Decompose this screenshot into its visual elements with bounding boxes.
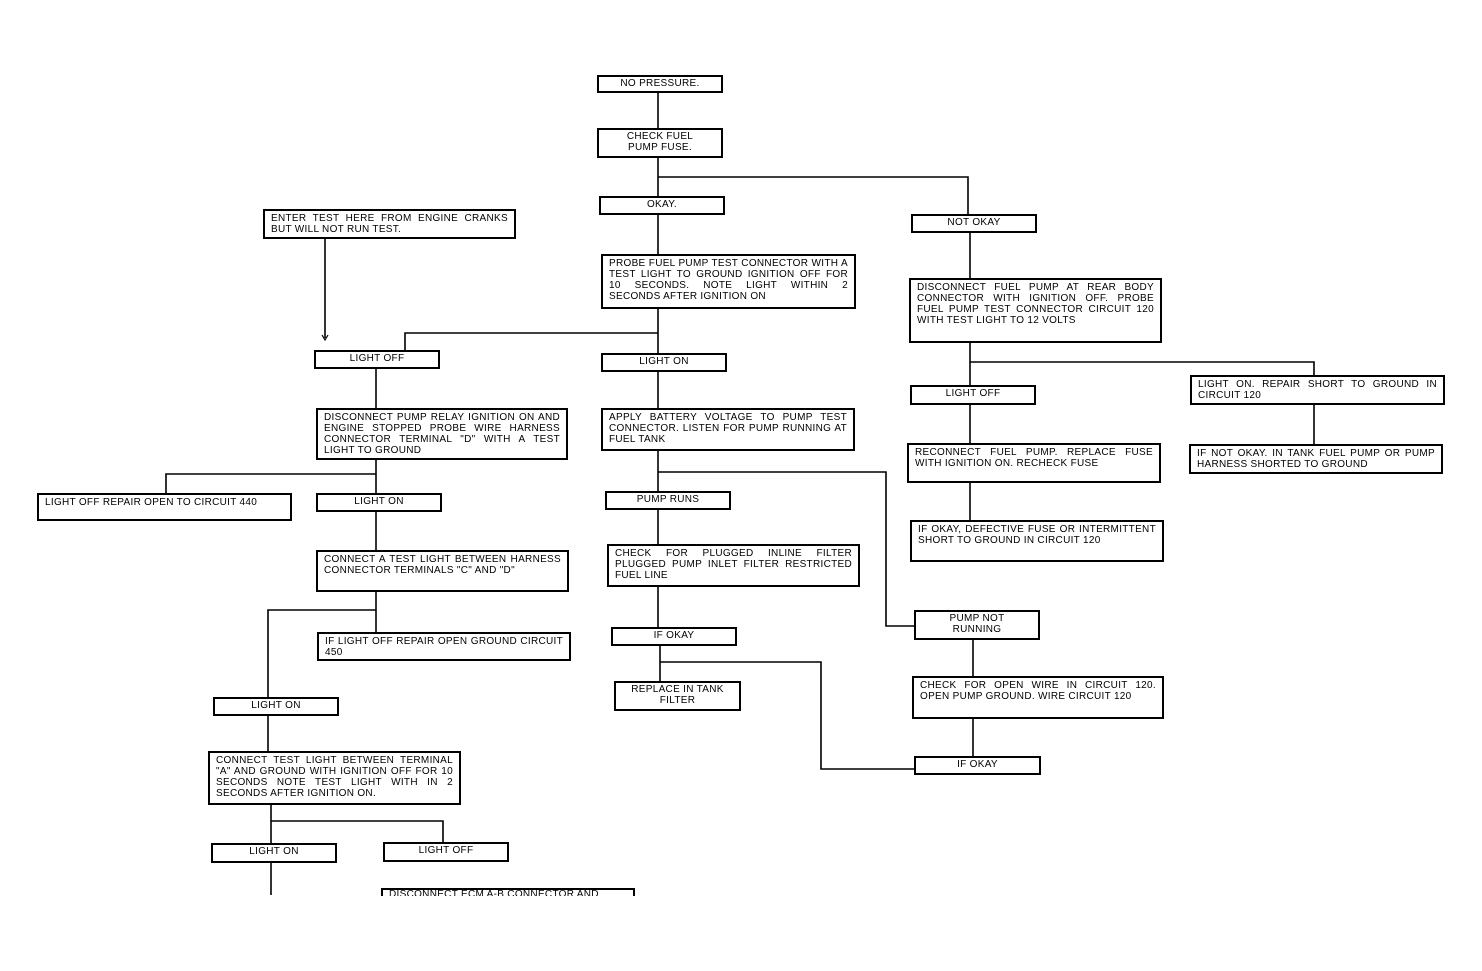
node-if-okay-defective: IF OKAY, DEFECTIVE FUSE OR INTERMITTENT … — [910, 520, 1164, 562]
node-okay: OKAY. — [599, 196, 725, 215]
node-disconnect-relay: DISCONNECT PUMP RELAY IGNITION ON AND EN… — [316, 408, 568, 460]
node-connect-cd: CONNECT A TEST LIGHT BETWEEN HARNESS CON… — [316, 550, 569, 592]
node-light-off-d: LIGHT OFF — [383, 842, 509, 862]
node-light-on-d: LIGHT ON — [211, 843, 337, 863]
node-check-plugged: CHECK FOR PLUGGED INLINE FILTER PLUGGED … — [607, 544, 860, 587]
node-replace-filter: REPLACE IN TANK FILTER — [614, 681, 741, 711]
node-if-okay-a: IF OKAY — [611, 627, 737, 646]
node-pump-not-running: PUMP NOT RUNNING — [914, 610, 1040, 640]
node-enter-test: ENTER TEST HERE FROM ENGINE CRANKS BUT W… — [263, 209, 516, 239]
node-light-on-b: LIGHT ON — [316, 493, 442, 512]
node-light-on-repair-short: LIGHT ON. REPAIR SHORT TO GROUND IN CIRC… — [1190, 375, 1445, 405]
crop-mask — [0, 896, 1482, 971]
node-light-on-a: LIGHT ON — [601, 353, 727, 372]
node-light-off-repair-440: LIGHT OFF REPAIR OPEN TO CIRCUIT 440 — [37, 493, 292, 521]
node-disconnect-rear: DISCONNECT FUEL PUMP AT REAR BODY CONNEC… — [909, 278, 1162, 343]
node-reconnect-pump: RECONNECT FUEL PUMP. REPLACE FUSE WITH I… — [907, 443, 1161, 483]
node-if-not-okay-tank: IF NOT OKAY. IN TANK FUEL PUMP OR PUMP H… — [1189, 444, 1443, 474]
node-probe-connector: PROBE FUEL PUMP TEST CONNECTOR WITH A TE… — [601, 254, 856, 309]
node-check-open-wire: CHECK FOR OPEN WIRE IN CIRCUIT 120. OPEN… — [912, 676, 1164, 719]
node-light-on-c: LIGHT ON — [213, 697, 339, 716]
node-connect-terminal-a: CONNECT TEST LIGHT BETWEEN TERMINAL "A" … — [208, 751, 461, 805]
node-if-okay-b: IF OKAY — [914, 756, 1041, 775]
node-pump-runs: PUMP RUNS — [605, 491, 731, 510]
node-light-off-r: LIGHT OFF — [910, 385, 1036, 405]
node-light-off-a: LIGHT OFF — [314, 350, 440, 369]
node-no-pressure: NO PRESSURE. — [597, 75, 723, 93]
node-check-fuse: CHECK FUEL PUMP FUSE. — [597, 128, 723, 158]
node-not-okay: NOT OKAY — [911, 214, 1037, 233]
node-if-light-off-450: IF LIGHT OFF REPAIR OPEN GROUND CIRCUIT … — [317, 632, 571, 661]
node-apply-battery: APPLY BATTERY VOLTAGE TO PUMP TEST CONNE… — [601, 408, 855, 451]
